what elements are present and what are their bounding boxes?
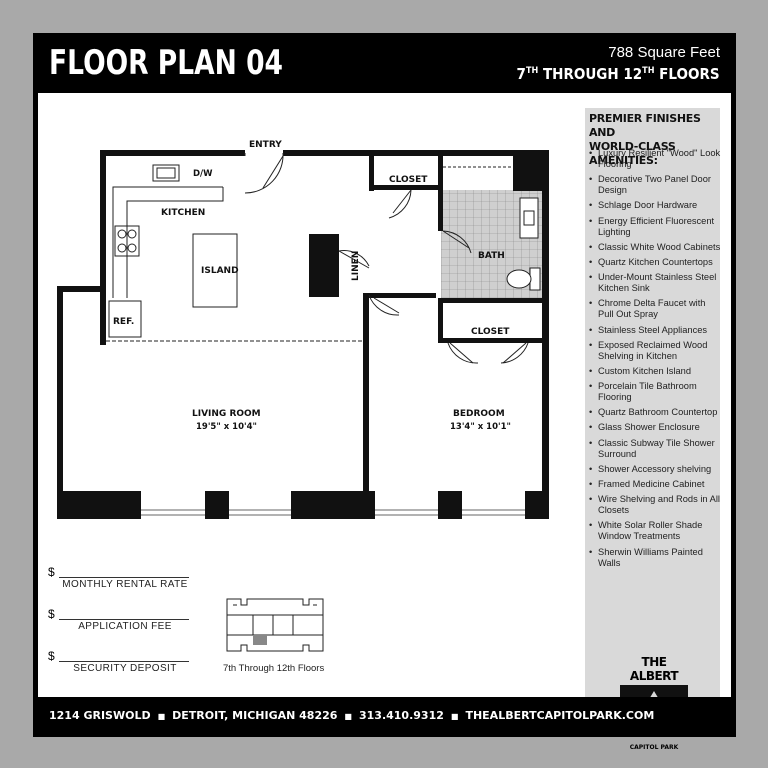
amenity-item: Classic White Wood Cabinets: [589, 242, 721, 253]
amenities-panel: PREMIER FINISHES AND WORLD-CLASS AMENITI…: [585, 108, 721, 751]
amenity-item: Shower Accessory shelving: [589, 464, 721, 475]
fee-monthly-rent: $ MONTHLY RENTAL RATE: [48, 565, 208, 607]
amenity-item: Custom Kitchen Island: [589, 366, 721, 377]
logo-subtitle: CAPITOL PARK: [629, 744, 679, 751]
header-bar: FLOOR PLAN 04 788 Square Feet 7TH THROUG…: [33, 33, 736, 93]
amenity-item: Wire Shelving and Rods in All Closets: [589, 494, 721, 516]
footer-contact: 1214 GRISWOLD ■ DETROIT, MICHIGAN 48226 ■ 31…: [49, 709, 654, 722]
label-bedroom-dims: 13'4" x 10'1": [450, 422, 511, 432]
right-border: [731, 93, 736, 697]
bath-fixtures: [506, 197, 541, 291]
key-plan: [226, 598, 324, 652]
fill-in-line[interactable]: [59, 661, 189, 662]
label-island: ISLAND: [201, 266, 239, 276]
amenity-item: Decorative Two Panel Door Design: [589, 174, 721, 196]
label-closet-bedroom: CLOSET: [471, 327, 510, 337]
label-closet-top: CLOSET: [389, 175, 428, 185]
label-dw: D/W: [193, 169, 213, 179]
dollar-sign: $: [48, 649, 55, 663]
footer-phone[interactable]: 313.410.9312: [358, 709, 444, 722]
floors-first-suffix: TH: [526, 66, 539, 76]
amenity-item: Quartz Bathroom Countertop: [589, 407, 721, 418]
key-plan-caption: 7th Through 12th Floors: [223, 663, 325, 674]
amenity-item: Glass Shower Enclosure: [589, 422, 721, 433]
amenity-item: Exposed Reclaimed Wood Shelving in Kitch…: [589, 340, 721, 362]
floors-second-suffix: TH: [642, 66, 655, 76]
footer-website[interactable]: THEALBERTCAPITOLPARK.COM: [465, 709, 655, 722]
amenity-item: White Solar Roller Shade Window Treatmen…: [589, 520, 721, 542]
amenity-item: Quartz Kitchen Countertops: [589, 257, 721, 268]
fee-security-deposit: $ SECURITY DEPOSIT: [48, 649, 208, 691]
amenity-item: Porcelain Tile Bathroom Flooring: [589, 381, 721, 403]
label-living-dims: 19'5" x 10'4": [196, 422, 257, 432]
footer-separator: ■: [450, 711, 459, 721]
footer-address: 1214 GRISWOLD: [49, 709, 151, 722]
floor-plan-title: FLOOR PLAN 04: [49, 43, 284, 83]
amenities-list: Luxury Resilient "Wood" Look Flooring De…: [589, 148, 721, 573]
label-kitchen: KITCHEN: [161, 208, 205, 218]
footer-bar: 1214 GRISWOLD ■ DETROIT, MICHIGAN 48226 ■ 31…: [33, 697, 736, 737]
amenities-heading-line1: PREMIER FINISHES AND: [589, 112, 701, 139]
amenity-item: Luxury Resilient "Wood" Look Flooring: [589, 148, 721, 170]
left-border: [33, 93, 38, 697]
label-bedroom: BEDROOM: [453, 409, 505, 419]
footer-separator: ■: [157, 711, 166, 721]
footer-separator: ■: [344, 711, 352, 721]
fee-label: SECURITY DEPOSIT: [73, 663, 177, 674]
floors-middle: THROUGH 12: [538, 65, 643, 83]
amenity-item: Sherwin Williams Painted Walls: [589, 547, 721, 569]
amenity-item: Stainless Steel Appliances: [589, 325, 721, 336]
floor-plan-drawing: ENTRY KITCHEN ISLAND D/W REF. CLOSET LIN…: [57, 140, 549, 519]
dollar-sign: $: [48, 607, 55, 621]
kitchen-counters: [106, 164, 363, 342]
label-linen: LINEN: [351, 251, 361, 281]
label-entry: ENTRY: [249, 140, 282, 150]
floor-plan-sheet: FLOOR PLAN 04 788 Square Feet 7TH THROUG…: [33, 33, 736, 751]
fill-in-line[interactable]: [59, 619, 189, 620]
fees-section: $ MONTHLY RENTAL RATE $ APPLICATION FEE …: [48, 565, 208, 691]
label-living-room: LIVING ROOM: [192, 409, 261, 419]
amenity-item: Framed Medicine Cabinet: [589, 479, 721, 490]
fill-in-line[interactable]: [59, 577, 189, 578]
dollar-sign: $: [48, 565, 55, 579]
label-bath: BATH: [478, 251, 505, 261]
floors-last: FLOORS: [654, 65, 720, 83]
square-feet: 788 Square Feet: [608, 44, 720, 61]
amenity-item: Schlage Door Hardware: [589, 200, 721, 211]
doors: [244, 152, 529, 364]
footer-city: DETROIT, MICHIGAN 48226: [172, 709, 338, 722]
fee-label: APPLICATION FEE: [78, 621, 172, 632]
floors-range: 7TH THROUGH 12TH FLOORS: [517, 65, 720, 83]
walls: [57, 150, 549, 519]
amenity-item: Under-Mount Stainless Steel Kitchen Sink: [589, 272, 721, 294]
label-ref: REF.: [113, 317, 134, 327]
logo-title: THE ALBERT: [629, 655, 679, 683]
amenity-item: Classic Subway Tile Shower Surround: [589, 438, 721, 460]
floors-first: 7: [516, 65, 527, 83]
windows: [141, 509, 525, 516]
amenity-item: Energy Efficient Fluorescent Lighting: [589, 216, 721, 238]
amenity-item: Chrome Delta Faucet with Pull Out Spray: [589, 298, 721, 320]
fee-application: $ APPLICATION FEE: [48, 607, 208, 649]
fee-label: MONTHLY RENTAL RATE: [62, 579, 188, 590]
